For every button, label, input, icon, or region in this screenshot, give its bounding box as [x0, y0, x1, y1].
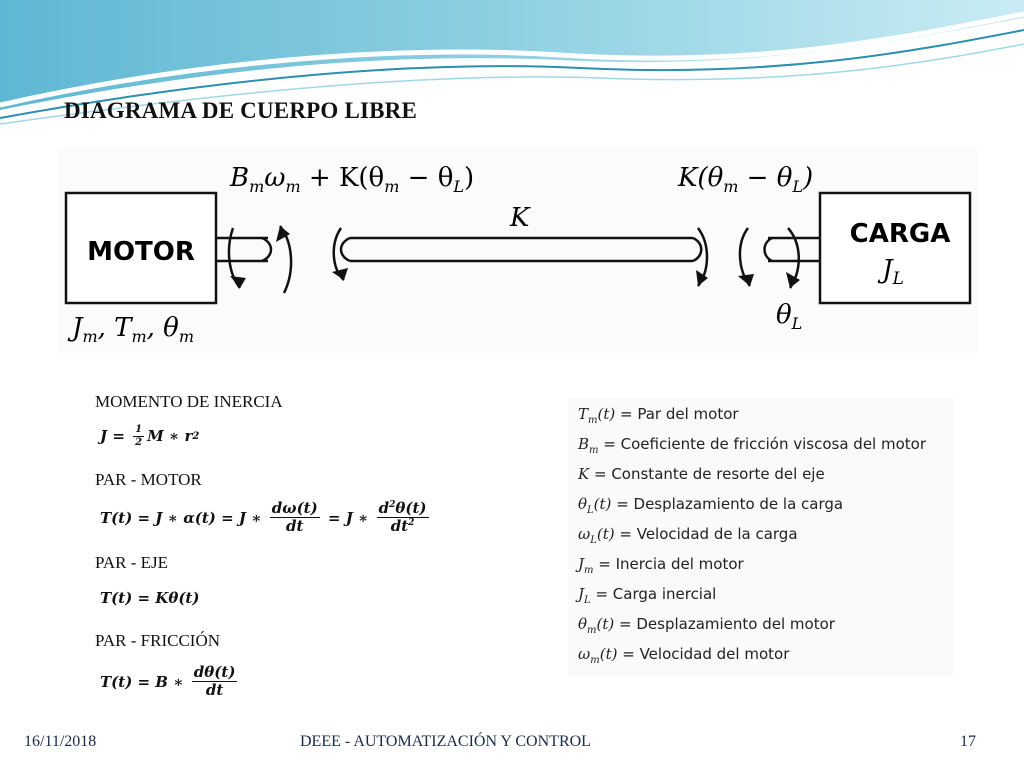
section-label-friction-torque: PAR - FRICCIÓN	[95, 631, 221, 650]
legend-row: ωL(t) = Velocidad de la carga	[578, 525, 798, 546]
motor-params-label: Jm, Tm, θm	[67, 313, 194, 346]
load-label: CARGA	[850, 219, 951, 249]
legend-row: K = Constante de resorte del eje	[578, 465, 825, 483]
load-shaft-stub	[768, 236, 820, 263]
legend-row: θm(t) = Desplazamiento del motor	[578, 615, 835, 636]
free-body-diagram: MOTOR CARGA JL Bmωm + K(θm − θL) K(θm − …	[58, 148, 978, 353]
footer-date: 16/11/2018	[24, 733, 97, 750]
right-torque-label: K(θm − θL)	[677, 163, 813, 196]
legend-row: Bm = Coeficiente de fricción viscosa del…	[578, 435, 926, 456]
footer-course: DEEE - AUTOMATIZACIÓN Y CONTROL	[300, 733, 591, 750]
load-inertia-label: JL	[877, 255, 904, 289]
motor-label: MOTOR	[87, 237, 195, 267]
elastic-shaft	[350, 236, 693, 263]
page-number: 17	[960, 733, 976, 750]
motor-shaft-stub	[216, 236, 268, 263]
section-label-inertia: MOMENTO DE INERCIA	[95, 392, 283, 411]
formula-motor-torque: T(t) = J ∗ α(t) = J ∗ dω(t)dt = J ∗ d2θ(…	[100, 499, 429, 536]
slide-title: DIAGRAMA DE CUERPO LIBRE	[64, 98, 418, 123]
formula-shaft-torque: T(t) = Kθ(t)	[100, 589, 200, 607]
formula-friction-torque: T(t) = B ∗ dθ(t)dt	[100, 663, 238, 700]
legend-row: Tm(t) = Par del motor	[578, 405, 739, 426]
motor-box	[64, 191, 218, 305]
diagram-canvas: MOTOR CARGA JL Bmωm + K(θm − θL) K(θm − …	[64, 163, 972, 346]
section-label-shaft-torque: PAR - EJE	[95, 553, 169, 572]
legend-row: θL(t) = Desplazamiento de la carga	[578, 495, 844, 516]
load-angle-label: θL	[776, 300, 802, 333]
header-wave-decoration	[0, 0, 1024, 125]
section-label-motor-torque: PAR - MOTOR	[95, 470, 202, 489]
left-torque-label: Bmωm + K(θm − θL)	[229, 163, 474, 196]
symbol-legend: Tm(t) = Par del motor Bm = Coeficiente d…	[568, 398, 954, 676]
legend-row: ωm(t) = Velocidad del motor	[578, 645, 790, 666]
legend-row: Jm = Inercia del motor	[578, 555, 744, 576]
load-box	[818, 191, 972, 305]
legend-row: JL = Carga inercial	[578, 585, 717, 606]
shaft-constant-label: K	[509, 203, 531, 233]
